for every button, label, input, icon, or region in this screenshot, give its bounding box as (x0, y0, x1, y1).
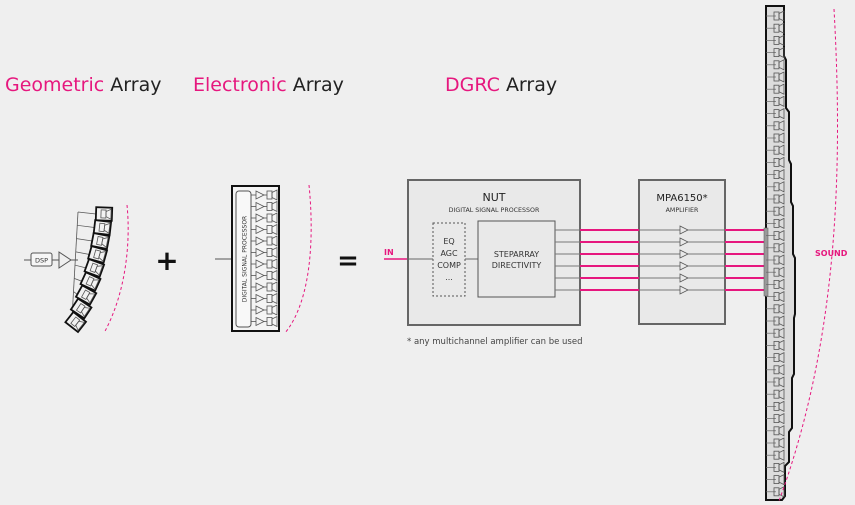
geo-cabinet-box (69, 297, 93, 320)
directivity-label: DIRECTIVITY (492, 261, 542, 270)
electronic-title-rest: Array (292, 74, 344, 96)
geo-cabinet-box (94, 206, 114, 222)
dgrc-title-rest: Array (505, 74, 558, 96)
geo-feed-line (77, 224, 95, 228)
amplifier-box (638, 179, 726, 325)
geo-wavefront (103, 204, 129, 334)
sound-label: SOUND (815, 249, 848, 258)
array-rigging-bar (763, 227, 769, 297)
dgrc-title-accent: DGRC (445, 74, 500, 96)
geometric-array-title: Geometric Array (5, 74, 161, 96)
comp-label: COMP (437, 261, 461, 270)
geo-feed-line (76, 238, 93, 242)
equals-symbol: = (337, 246, 359, 276)
nut-subtitle: DIGITAL SIGNAL PROCESSOR (449, 207, 540, 214)
geo-amp-triangle (58, 251, 72, 269)
dgrc-system-diagram: IN NUT DIGITAL SIGNAL PROCESSOR EQ AGC C… (384, 5, 848, 502)
dgrc-line-array-cabinet (765, 5, 796, 501)
geo-feed-line (75, 251, 90, 255)
geometric-title-accent: Geometric (5, 74, 105, 96)
dsp-label: DSP (35, 257, 48, 265)
eq-label: EQ (443, 237, 454, 246)
steparray-directivity-box (477, 220, 556, 298)
steparray-label: STEPARRAY (494, 250, 539, 259)
geo-cabinet-box (74, 284, 98, 306)
ellipsis-label: ... (445, 273, 453, 282)
electronic-array-diagram: DIGITAL SIGNAL PROCESSOR (215, 184, 312, 334)
dgrc-wavefront (778, 8, 838, 502)
electronic-dsp-label: DIGITAL SIGNAL PROCESSOR (242, 216, 249, 302)
geo-feed-line (77, 211, 97, 215)
geometric-title-rest: Array (110, 74, 162, 96)
geo-cabinet-box (64, 310, 88, 334)
amplifier-title: MPA6150* (656, 193, 707, 204)
plus-symbol: + (155, 244, 178, 277)
amplifier-footnote: * any multichannel amplifier can be used (407, 337, 583, 347)
dgrc-array-title: DGRC Array (445, 74, 557, 96)
geo-cabinet-box (79, 271, 102, 292)
amplifier-subtitle: AMPLIFIER (666, 207, 699, 214)
geometric-array-diagram: DSP (24, 204, 129, 334)
electronic-dsp-box (235, 190, 252, 328)
input-label: IN (384, 248, 394, 257)
electronic-title-accent: Electronic (193, 74, 287, 96)
geo-cabinet-outline (79, 271, 102, 292)
geo-feed-line (75, 264, 87, 269)
geo-cabinet-box (92, 219, 113, 236)
electronic-array-title: Electronic Array (193, 74, 344, 96)
agc-label: AGC (440, 249, 458, 258)
nut-title: NUT (483, 191, 506, 204)
elec-wavefront (284, 184, 312, 334)
nut-processor-box (407, 179, 581, 326)
